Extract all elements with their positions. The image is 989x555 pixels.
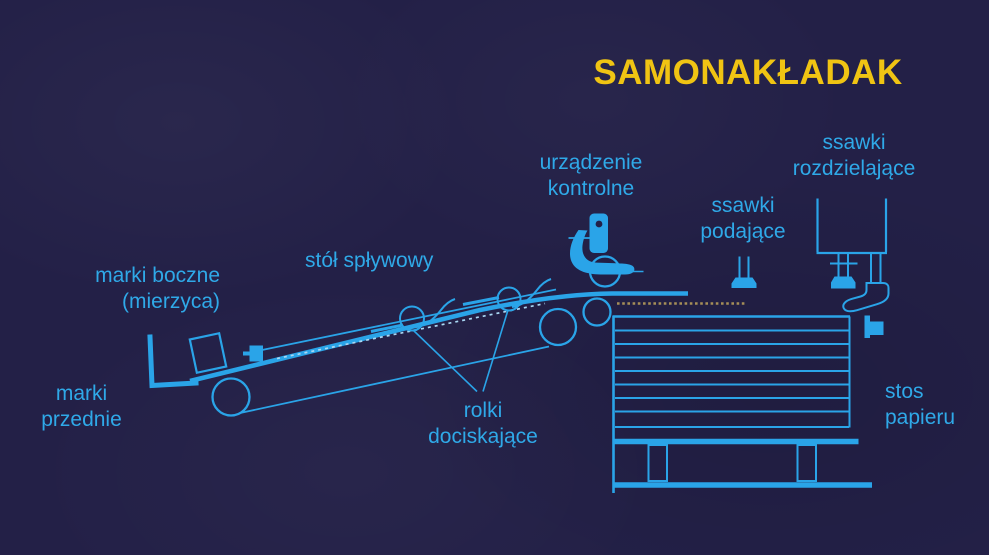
label-ssawki-rozdzielajace: ssawki rozdzielające: [768, 130, 940, 182]
label-line: urządzenie: [539, 151, 643, 174]
stack-entry-roller-icon: [582, 297, 612, 327]
label-marki-boczne: marki boczne (mierzyca): [60, 263, 220, 315]
label-line: marki boczne: [95, 264, 220, 287]
control-device-icon: [568, 213, 644, 288]
separating-suction-unit-icon: [816, 198, 890, 313]
separator-foot-icon: [842, 282, 890, 313]
page-title: SAMONAKŁADAK: [593, 53, 903, 92]
label-line: ssawki: [711, 194, 775, 217]
side-mark-icon: [188, 331, 263, 375]
label-line: podające: [700, 220, 786, 243]
feed-suction-cup-icon: [731, 256, 757, 288]
label-line: (mierzyca): [122, 290, 220, 313]
front-stop-icon: [147, 334, 199, 389]
label-line: przednie: [41, 408, 122, 431]
label-line: kontrolne: [547, 177, 635, 200]
label-urzadzenie-kontrolne: urządzenie kontrolne: [506, 150, 676, 202]
label-rolki-dociskajace: rolki dociskające: [398, 398, 568, 450]
label-stos-papieru: stos papieru: [885, 379, 955, 431]
paper-stack-icon: [612, 315, 872, 493]
label-stol-splywowy: stół spływowy: [305, 248, 433, 274]
label-line: marki: [55, 382, 108, 405]
feed-table-icon: [189, 288, 688, 417]
label-ssawki-podajace: ssawki podające: [658, 193, 828, 245]
label-line: rozdzielające: [792, 157, 916, 180]
label-marki-przednie: marki przednie: [10, 381, 153, 433]
side-guide-marker-icon: [864, 315, 884, 338]
label-line: dociskające: [428, 425, 538, 448]
pressure-rollers-icon: [370, 278, 552, 393]
label-line: rolki: [463, 399, 503, 422]
label-line: stół spływowy: [305, 249, 434, 272]
label-line: stos: [885, 380, 924, 403]
label-line: papieru: [885, 406, 956, 429]
label-line: ssawki: [822, 131, 886, 154]
